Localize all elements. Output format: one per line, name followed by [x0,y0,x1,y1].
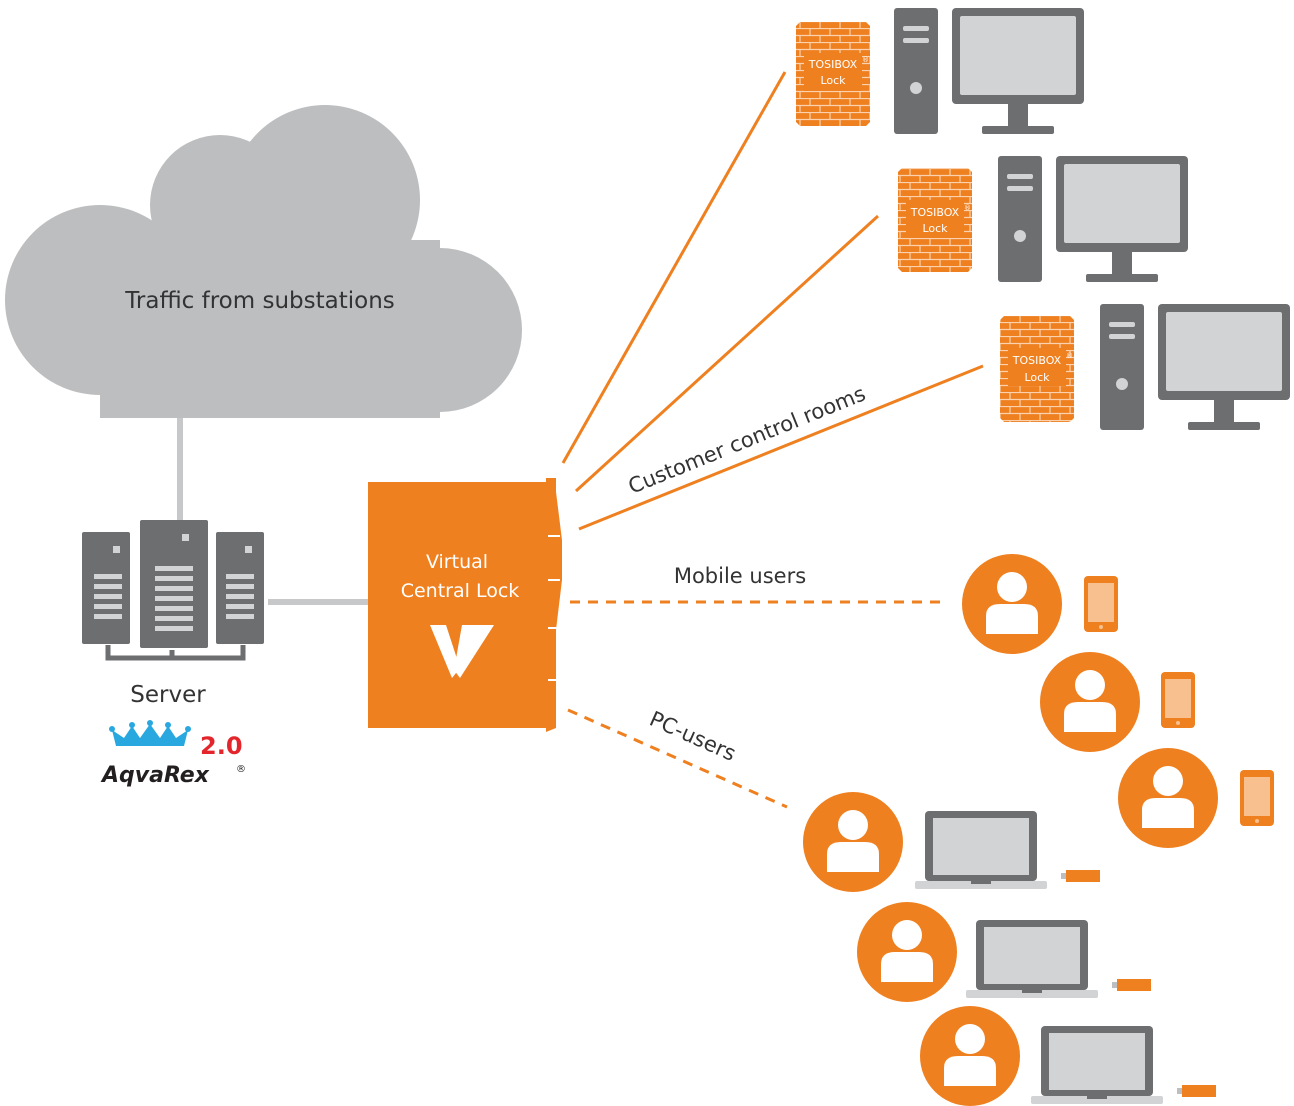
server-label: Server [130,682,206,708]
laptop-icon-1 [915,811,1100,889]
cloud-label: Traffic from substations [124,288,395,314]
logo-mark: ® [236,764,246,775]
computer-workstation-3 [1100,304,1290,430]
cloud-icon [5,105,522,418]
phone-icon-1 [1084,576,1118,632]
laptop-icon-2 [966,920,1151,998]
logo-version: 2.0 [200,732,243,760]
tosibox-lock-3: TOSIBOX ® Lock [1000,316,1074,422]
customer-links [561,71,984,531]
pc-label: PC-users [646,707,739,766]
laptop-icon-3 [1031,1026,1216,1104]
svg-text:Lock: Lock [922,222,948,235]
lock-title-line2: Central Lock [401,580,520,602]
tosibox-lock-1: TOSIBOX ® Lock [796,22,870,126]
mobile-user-icon-2 [1040,652,1140,752]
mobile-label: Mobile users [674,564,806,588]
server-icon [82,520,264,661]
phone-icon-3 [1240,770,1274,826]
svg-text:Lock: Lock [1024,371,1050,384]
computer-workstation-1 [894,8,1084,134]
pc-user-icon-3 [920,1006,1020,1106]
tosibox-lock-2: TOSIBOX ® Lock [898,168,972,272]
pc-user-icon-2 [857,902,957,1002]
aqvarex-logo: 2.0 AqvaRex ® [100,720,246,788]
svg-text:TOSIBOX: TOSIBOX [1012,354,1062,367]
customer-label: Customer control rooms [625,381,869,498]
computer-workstation-2 [998,156,1188,282]
pc-link [567,708,788,809]
v-logo-icon [430,625,494,678]
svg-text:TOSIBOX: TOSIBOX [808,58,858,71]
logo-name: AqvaRex [100,763,210,788]
svg-text:®: ® [862,56,869,64]
svg-text:®: ® [964,204,971,212]
phone-icon-2 [1161,672,1195,728]
svg-text:Lock: Lock [820,74,846,87]
svg-text:TOSIBOX: TOSIBOX [910,206,960,219]
mobile-user-icon-3 [1118,748,1218,848]
lock-title-line1: Virtual [426,551,488,573]
pc-user-icon-1 [803,792,903,892]
svg-text:®: ® [1066,352,1073,360]
mobile-user-icon-1 [962,554,1062,654]
virtual-central-lock: Virtual Central Lock [368,478,562,732]
